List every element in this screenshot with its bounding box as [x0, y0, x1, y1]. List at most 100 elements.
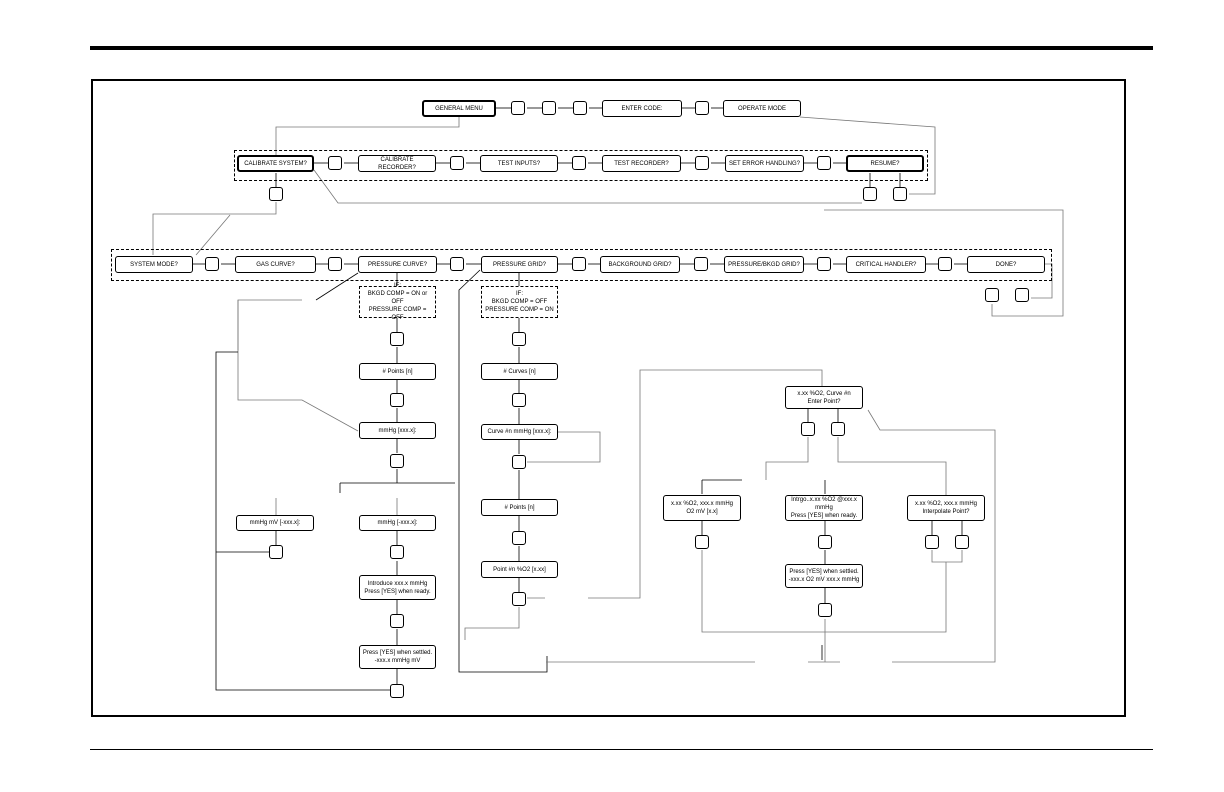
- key-button: [512, 332, 526, 346]
- key-button: [955, 535, 969, 549]
- point-intro-box: Intrgo..x.xx %O2 @xxx.x mmHg Press [YES]…: [785, 495, 863, 521]
- test-recorder-box: TEST RECORDER?: [602, 155, 681, 172]
- pc-introduce-line2: Press [YES] when ready.: [364, 588, 431, 595]
- background-grid-box: BACKGROUND GRID?: [600, 256, 680, 273]
- calibrate-system-box: CALIBRATE SYSTEM?: [237, 155, 314, 172]
- point-intro-line2: Press [YES] when ready.: [790, 513, 858, 519]
- general-menu-box: GENERAL MENU: [422, 100, 496, 117]
- condition-right-line2: BKGD COMP = OFF: [491, 299, 548, 305]
- enter-point-line2: Enter Point?: [807, 398, 841, 405]
- key-button: [512, 531, 526, 545]
- key-button: [801, 422, 815, 436]
- pressure-grid-box: PRESSURE GRID?: [481, 256, 558, 273]
- condition-left-line1: IF:: [394, 283, 401, 289]
- interpolate-line1: x.xx %O2, xxx.x mmHg: [914, 501, 977, 507]
- gas-curve-box: GAS CURVE?: [235, 256, 316, 273]
- key-button: [542, 101, 556, 115]
- o2mv-box: x.xx %O2, xxx.x mmHg O2 mV [x.x]: [663, 495, 741, 521]
- o2mv-line1: x.xx %O2, xxx.x mmHg: [670, 501, 733, 507]
- key-button: [390, 614, 404, 628]
- key-button: [572, 156, 586, 170]
- key-button: [390, 545, 404, 559]
- pc-mmhg-box: mmHg [xxx.x]:: [359, 422, 436, 439]
- condition-left-line2: BKGD COMP = ON or OFF: [367, 291, 428, 305]
- diagram-frame: [91, 79, 1126, 717]
- key-button: [938, 257, 952, 271]
- enter-point-box: x.xx %O2, Curve #n Enter Point?: [785, 386, 863, 409]
- operate-mode-box: OPERATE MODE: [723, 100, 801, 117]
- calibrate-row-group: [234, 150, 928, 181]
- key-button: [450, 156, 464, 170]
- pressure-curve-box: PRESSURE CURVE?: [358, 256, 437, 273]
- pc-introduce-line1: Introduce xxx.x mmHg: [367, 580, 428, 587]
- bottom-rule: [90, 749, 1153, 750]
- key-button: [269, 187, 283, 201]
- point-intro-line1: Intrgo..x.xx %O2 @xxx.x mmHg: [791, 497, 857, 511]
- key-button: [573, 101, 587, 115]
- key-button: [390, 332, 404, 346]
- pc-settled-line1: Press [YES] when settled.: [362, 650, 433, 656]
- key-button: [1015, 288, 1029, 302]
- key-button: [572, 257, 586, 271]
- key-button: [269, 545, 283, 559]
- key-button: [695, 101, 709, 115]
- key-button: [831, 422, 845, 436]
- key-button: [328, 257, 342, 271]
- condition-left-box: IF: BKGD COMP = ON or OFF PRESSURE COMP …: [359, 283, 436, 321]
- key-button: [512, 592, 526, 606]
- key-button: [450, 257, 464, 271]
- pg-curve-mmhg-box: Curve #n mmHg [xxx.x]:: [481, 424, 558, 440]
- condition-right-line3: PRESSURE COMP = ON: [485, 307, 554, 313]
- pressure-bkgd-grid-box: PRESSURE/BKGD GRID?: [724, 256, 804, 273]
- key-button: [817, 257, 831, 271]
- condition-right-line1: IF:: [516, 291, 523, 297]
- done-box: DONE?: [967, 256, 1045, 273]
- enter-code-box: ENTER CODE:: [602, 100, 682, 117]
- system-row-group: [111, 249, 1052, 281]
- key-button: [205, 257, 219, 271]
- key-button: [925, 535, 939, 549]
- key-button: [863, 187, 877, 201]
- key-button: [818, 603, 832, 617]
- key-button: [390, 684, 404, 698]
- system-mode-box: SYSTEM MODE?: [115, 256, 193, 273]
- key-button: [817, 156, 831, 170]
- interpolate-box: x.xx %O2, xxx.x mmHg Interpolate Point?: [907, 495, 985, 521]
- point-settled-line1: Press [YES] when settled.: [789, 569, 859, 575]
- point-settled-box: Press [YES] when settled. -xxx.x O2 mV x…: [785, 564, 863, 588]
- key-button: [390, 454, 404, 468]
- pg-curves-box: # Curves [n]: [481, 363, 558, 380]
- key-button: [512, 393, 526, 407]
- pc-mmhg-neg-box: mmHg [-xxx.x]:: [359, 515, 436, 531]
- key-button: [390, 393, 404, 407]
- pg-point-o2-box: Point #n %O2 [x.xx]: [481, 561, 558, 578]
- key-button: [818, 535, 832, 549]
- enter-point-line1: x.xx %O2, Curve #n: [797, 390, 851, 397]
- pc-mmhg-mv-box: mmHg mV [-xxx.x]:: [236, 515, 314, 531]
- o2mv-line2: O2 mV [x.x]: [686, 509, 718, 515]
- test-inputs-box: TEST INPUTS?: [480, 155, 558, 172]
- condition-left-line3: PRESSURE COMP = OFF: [368, 307, 427, 321]
- key-button: [694, 257, 708, 271]
- calibrate-recorder-box: CALIBRATE RECORDER?: [358, 155, 436, 172]
- set-error-handling-box: SET ERROR HANDLING?: [725, 155, 804, 172]
- key-button: [695, 156, 709, 170]
- key-button: [985, 288, 999, 302]
- pc-points-box: # Points [n]: [359, 363, 436, 380]
- key-button: [511, 101, 525, 115]
- key-button: [695, 535, 709, 549]
- key-button: [328, 156, 342, 170]
- pc-settled-line2: -xxx.x mmHg mV: [374, 658, 421, 664]
- top-rule: [90, 46, 1153, 50]
- pc-introduce-box: Introduce xxx.x mmHg Press [YES] when re…: [359, 575, 436, 600]
- key-button: [893, 187, 907, 201]
- key-button: [512, 455, 526, 469]
- pc-settled-box: Press [YES] when settled. -xxx.x mmHg mV: [359, 645, 436, 669]
- condition-right-box: IF: BKGD COMP = OFF PRESSURE COMP = ON: [481, 286, 558, 318]
- point-settled-line2: -xxx.x O2 mV xxx.x mmHg: [788, 577, 860, 583]
- interpolate-line2: Interpolate Point?: [922, 509, 970, 515]
- resume-box: RESUME?: [846, 155, 924, 172]
- critical-handler-box: CRITICAL HANDLER?: [846, 256, 926, 273]
- pg-points-box: # Points [n]: [481, 499, 558, 516]
